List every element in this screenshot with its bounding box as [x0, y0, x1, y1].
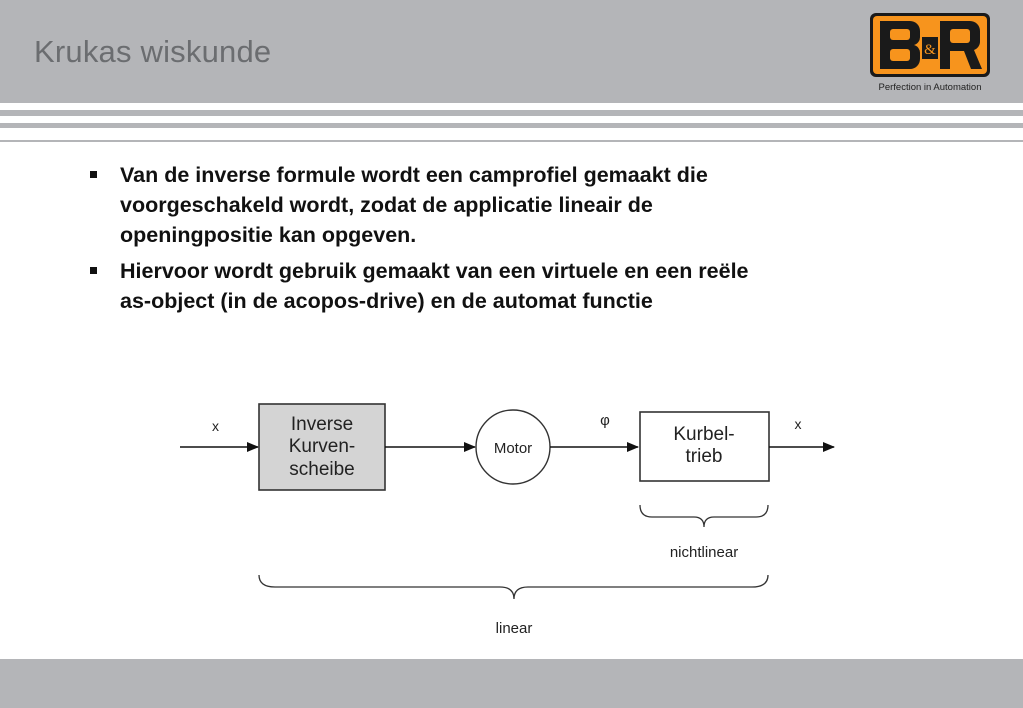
company-logo: & Perfection in Automation — [868, 13, 992, 95]
block1-line1: Inverse — [291, 414, 353, 435]
phi-label: φ — [600, 412, 610, 429]
bullet-text: Van de inverse formule wordt een camprof… — [120, 163, 708, 247]
logo-tagline: Perfection in Automation — [878, 82, 982, 93]
input-label: x — [212, 418, 219, 434]
crank-drive-block — [639, 411, 770, 482]
inverse-curve-block — [258, 403, 386, 491]
divider-line — [0, 123, 1023, 128]
bullet-item: Hiervoor wordt gebruik gemaakt van een v… — [86, 256, 766, 316]
br-logo-icon: & — [870, 13, 990, 77]
linear-label: linear — [496, 620, 533, 637]
header-bar: Krukas wiskunde & Perfection in Automati… — [0, 0, 1023, 103]
nonlinear-brace — [639, 504, 769, 528]
page-title: Krukas wiskunde — [34, 34, 272, 69]
bullet-text: Hiervoor wordt gebruik gemaakt van een v… — [120, 259, 749, 313]
footer-bar — [0, 659, 1023, 708]
output-label: x — [795, 416, 802, 432]
block-diagram: x Inverse Kurven- scheibe Motor φ Kurbel… — [170, 385, 850, 645]
square-bullet-icon — [90, 171, 97, 178]
nonlinear-label: nichtlinear — [670, 544, 738, 561]
divider-line — [0, 140, 1023, 142]
linear-brace — [258, 574, 769, 600]
bullet-item: Van de inverse formule wordt een camprof… — [86, 160, 766, 250]
svg-text:&: & — [924, 42, 936, 58]
block-diagram-svg: x Inverse Kurven- scheibe Motor φ Kurbel… — [180, 403, 835, 637]
block1-line2: Kurven- — [289, 436, 356, 457]
block2-line2: trieb — [686, 446, 723, 467]
block2-line1: Kurbel- — [673, 424, 734, 445]
motor-label: Motor — [494, 440, 532, 457]
block1-line3: scheibe — [289, 459, 355, 480]
bullet-list: Van de inverse formule wordt een camprof… — [86, 160, 766, 322]
square-bullet-icon — [90, 267, 97, 274]
divider-line — [0, 110, 1023, 116]
